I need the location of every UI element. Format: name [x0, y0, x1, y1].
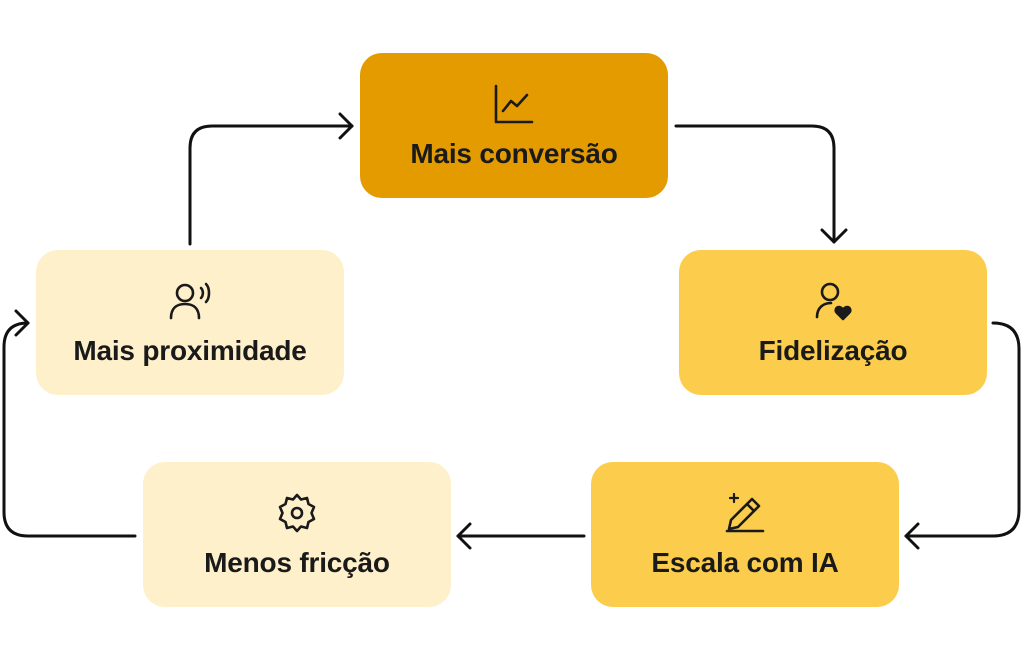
arrowhead-conversao — [338, 112, 354, 140]
line-chart-icon — [492, 82, 536, 126]
node-label: Fidelização — [758, 334, 908, 366]
node-mais-conversao: Mais conversão — [360, 53, 668, 198]
arrowhead-friccao — [456, 522, 472, 550]
node-label: Mais proximidade — [73, 334, 307, 366]
arrowhead-fidelizacao — [820, 228, 848, 244]
magic-pencil-icon — [723, 491, 767, 535]
arrow-friccao-to-proximidade — [2, 321, 137, 538]
gear-icon — [275, 491, 319, 535]
node-label: Escala com IA — [651, 546, 839, 578]
user-voice-icon — [168, 279, 212, 323]
user-heart-icon — [811, 279, 855, 323]
node-fidelizacao: Fidelização — [679, 250, 987, 395]
arrow-conversao-to-fidelizacao — [674, 124, 836, 244]
node-mais-proximidade: Mais proximidade — [36, 250, 344, 395]
node-escala-com-ia: Escala com IA — [591, 462, 899, 607]
node-label: Mais conversão — [410, 137, 618, 169]
arrowhead-proximidade — [14, 309, 30, 337]
arrowhead-escala — [904, 522, 920, 550]
node-menos-friccao: Menos fricção — [143, 462, 451, 607]
node-label: Menos fricção — [204, 546, 390, 578]
arrow-fidelizacao-to-escala — [904, 321, 1021, 538]
arrow-proximidade-to-conversao — [188, 124, 354, 246]
